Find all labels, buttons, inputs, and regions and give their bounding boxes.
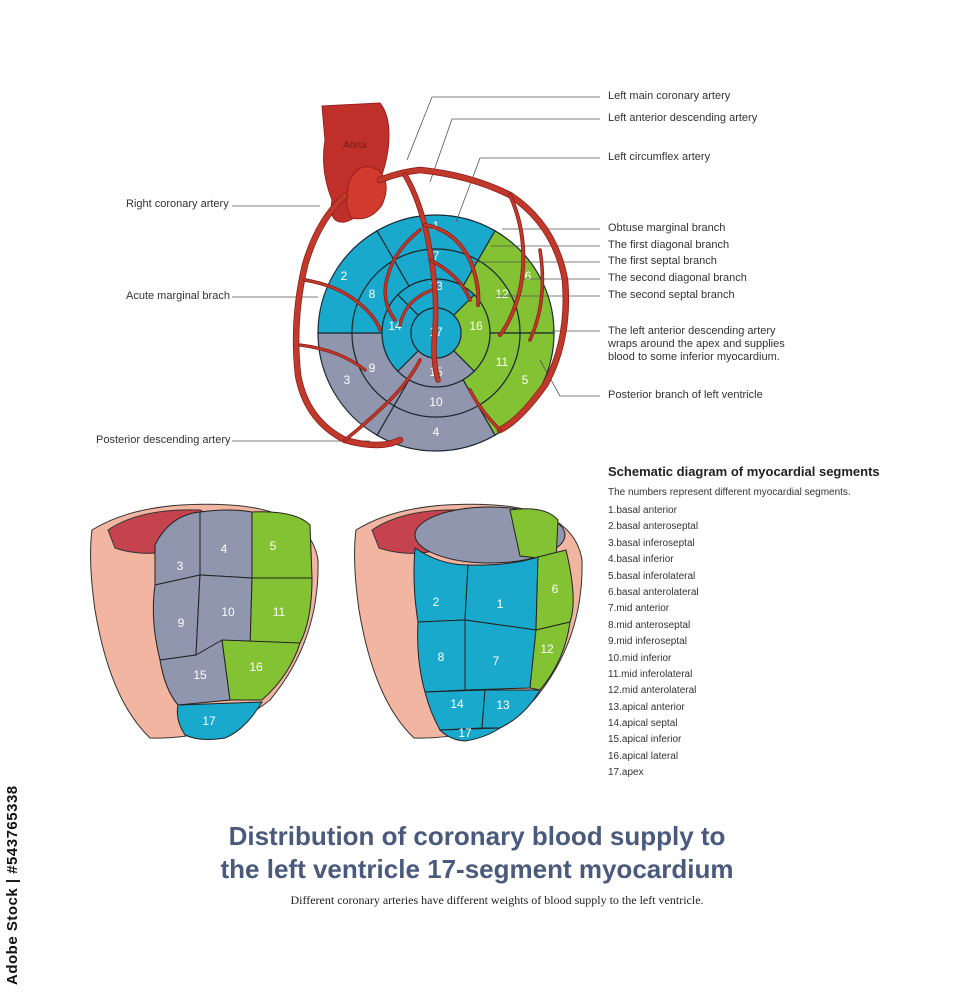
label-first-septal-branch: The first septal branch [608, 255, 717, 267]
segment-number: 5 [270, 539, 277, 553]
callout-lines [232, 96, 600, 442]
segment-number: 9 [178, 616, 185, 630]
posterior-descending-artery [344, 359, 421, 441]
page-title: Distribution of coronary blood supply to… [0, 820, 954, 886]
label-first-diagonal-branch: The first diagonal branch [608, 239, 730, 251]
segment-number: 11 [496, 355, 509, 369]
legend-item: 17.apex [608, 767, 644, 779]
label-left-main-coronary-artery: Left main coronary artery [608, 90, 731, 102]
legend-item: 7.mid anterior [608, 603, 670, 615]
aorta-bulb [346, 166, 387, 220]
segment-number: 8 [438, 650, 445, 664]
segment-cell [464, 556, 539, 631]
legend-item: 9.mid inferoseptal [608, 636, 687, 648]
segment-number: 6 [525, 269, 532, 283]
legend-item: 8.mid anteroseptal [608, 619, 691, 631]
legend-item: 1.basal anterior [608, 505, 677, 516]
heart-anterior-view: 2 1 6 8 7 12 14 13 17 [354, 503, 583, 742]
page-subtitle: Different coronary arteries have differe… [290, 893, 704, 907]
segment-number: 16 [469, 319, 483, 333]
segment-number: 10 [221, 605, 235, 619]
segment-cell [251, 511, 313, 579]
legend-item: 11.mid inferolateral [608, 668, 693, 680]
segment-number: 13 [496, 698, 510, 712]
segment-number: 12 [540, 642, 554, 656]
label-posterior-descending-artery: Posterior descending artery [96, 434, 231, 446]
aorta-label: Aorta [343, 140, 367, 151]
stock-watermark-id: Adobe Stock | #543765338 [4, 785, 21, 985]
segment-number: 3 [344, 373, 351, 387]
segment-cell [152, 574, 201, 661]
legend-item: 15.apical inferior [608, 734, 682, 746]
segment-number: 17 [458, 726, 472, 740]
acute-marginal-branch [304, 279, 381, 331]
legend-item: 4.basal inferior [608, 554, 674, 566]
segment-number: 10 [429, 395, 443, 409]
segment-number: 14 [388, 319, 402, 333]
segment-number: 15 [193, 668, 207, 682]
legend-item: 12.mid anterolateral [608, 685, 697, 697]
second-septal-branch [399, 289, 433, 326]
label-left-anterior-descending-artery: Left anterior descending artery [608, 112, 758, 124]
legend-item: 10.mid inferior [608, 652, 672, 664]
legend-item: 6.basal anterolateral [608, 586, 699, 598]
first-septal-branch [384, 229, 421, 321]
left-anterior-descending-artery [403, 173, 440, 382]
legend-item: 16.apical lateral [608, 750, 679, 762]
segment-number: 2 [433, 595, 440, 609]
segment-number: 14 [450, 697, 464, 711]
label-second-septal-branch: The second septal branch [608, 289, 735, 301]
legend-item: 5.basal inferolateral [608, 570, 696, 582]
coronary-arteries: Aorta [292, 102, 570, 449]
label-obtuse-marginal-branch: Obtuse marginal branch [608, 222, 726, 234]
legend-list: 1.basal anterior 2.basal anteroseptal 3.… [608, 503, 699, 782]
segment-number: 2 [341, 269, 348, 283]
segment-number: 7 [493, 654, 500, 668]
label-lad-wraps-apex: The left anterior descending artery wrap… [608, 325, 785, 363]
heart-posterior-view: 3 4 5 9 10 11 15 16 17 [90, 503, 319, 740]
label-acute-marginal-branch: Acute marginal brach [126, 290, 230, 302]
left-circumflex-artery [377, 167, 569, 433]
acute-marginal-branch-2 [299, 344, 366, 371]
legend-item: 14.apical septal [608, 718, 678, 730]
segment-cell [176, 701, 263, 740]
segment-number: 4 [433, 425, 440, 439]
obtuse-marginal-branch [498, 193, 525, 337]
label-right-coronary-artery: Right coronary artery [126, 198, 229, 210]
legend-item: 2.basal anteroseptal [608, 521, 699, 533]
segment-number: 12 [495, 287, 509, 301]
posterior-branch-left-ventricle [469, 389, 501, 431]
second-diagonal-branch [429, 259, 471, 301]
label-left-circumflex-artery: Left circumflex artery [608, 151, 711, 163]
legend-item: 13.apical anterior [608, 701, 685, 713]
legend-subtitle: The numbers represent different myocardi… [608, 487, 851, 498]
segment-number: 16 [249, 660, 263, 674]
first-diagonal-branch [423, 223, 480, 307]
title-line-1: Distribution of coronary blood supply to [228, 821, 726, 851]
right-coronary-artery [293, 193, 403, 448]
segment-number: 5 [522, 373, 529, 387]
segment-number: 6 [552, 582, 559, 596]
segment-number: 4 [221, 542, 228, 556]
segment-number: 11 [273, 605, 286, 619]
segment-number: 9 [369, 361, 376, 375]
title-line-2: the left ventricle 17-segment myocardium [220, 854, 734, 884]
segment-number: 1 [497, 597, 504, 611]
label-posterior-branch-left-ventricle: Posterior branch of left ventricle [608, 389, 763, 401]
legend-title: Schematic diagram of myocardial segments [608, 464, 880, 479]
segment-cell [221, 639, 301, 701]
segment-number: 17 [202, 714, 216, 728]
segment-cell [481, 689, 541, 729]
segment-number: 7 [433, 249, 440, 263]
legend-item: 3.basal inferoseptal [608, 537, 695, 549]
segment-number: 8 [369, 287, 376, 301]
segment-cell [438, 727, 502, 742]
segment-number: 3 [177, 559, 184, 573]
lcx-branch [529, 249, 544, 341]
label-second-diagonal-branch: The second diagonal branch [608, 272, 747, 284]
segment-cell [464, 619, 537, 691]
